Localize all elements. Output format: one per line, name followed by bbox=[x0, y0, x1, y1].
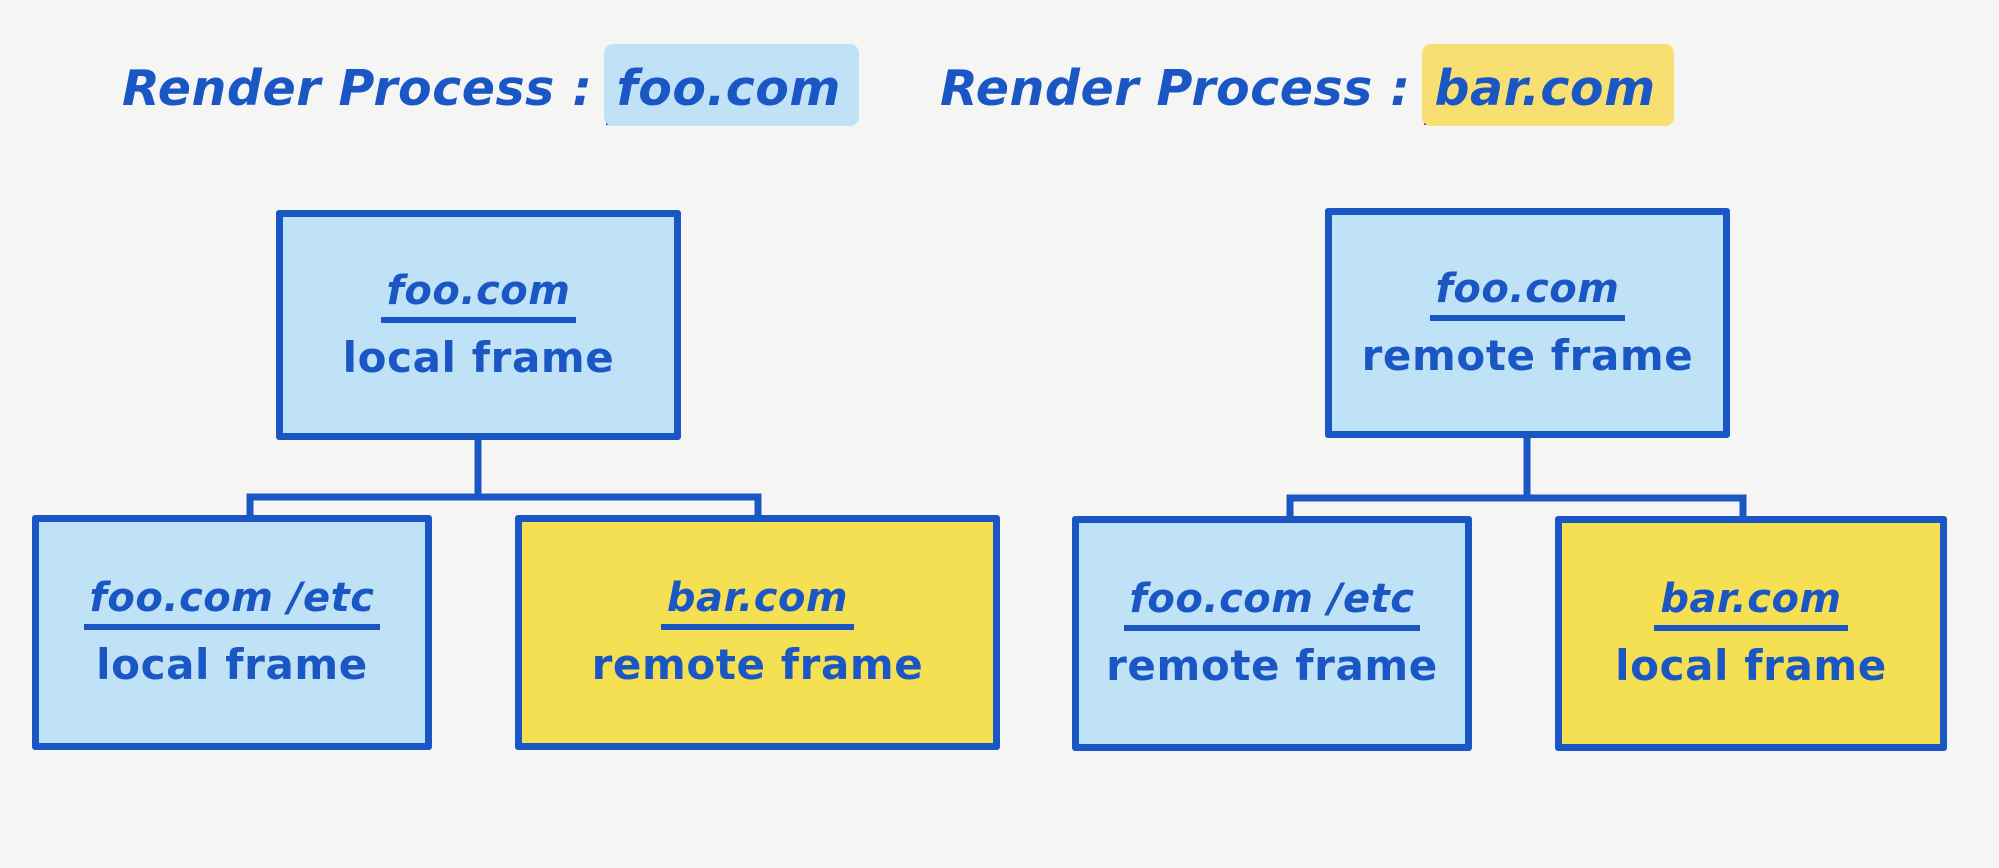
frame-node-kind: local frame bbox=[96, 640, 368, 690]
frame-node-origin: foo.com bbox=[1429, 268, 1626, 321]
render-process-diagram-bar: Render Process : bar.com foo.com remote … bbox=[940, 0, 1999, 868]
frame-node-child-1[interactable]: foo.com /etc remote frame bbox=[1072, 516, 1472, 751]
render-process-diagram-foo: Render Process : foo.com foo.com local f… bbox=[32, 44, 1000, 750]
frame-node-kind: local frame bbox=[342, 332, 615, 382]
frame-node-origin: foo.com /etc bbox=[83, 577, 381, 631]
diagram-title-label: Render Process : bbox=[940, 60, 1411, 117]
frame-node-kind: remote frame bbox=[591, 640, 924, 690]
diagram-title-foo: Render Process : foo.com bbox=[122, 44, 859, 126]
frame-node-kind: local frame bbox=[1615, 641, 1887, 691]
frame-node-kind: remote frame bbox=[1106, 641, 1438, 691]
frame-node-origin: bar.com bbox=[1654, 578, 1848, 632]
frame-node-root[interactable]: foo.com remote frame bbox=[1325, 208, 1730, 438]
diagram-title-origin: foo.com bbox=[604, 44, 859, 126]
frame-node-origin: foo.com /etc bbox=[1123, 578, 1421, 632]
frame-node-child-2[interactable]: bar.com remote frame bbox=[515, 515, 1000, 750]
diagram-title-label: Render Process : bbox=[122, 60, 593, 117]
frame-node-root[interactable]: foo.com local frame bbox=[276, 210, 681, 440]
frame-node-child-2[interactable]: bar.com local frame bbox=[1555, 516, 1947, 751]
frame-node-child-1[interactable]: foo.com /etc local frame bbox=[32, 515, 432, 750]
diagram-title-bar: Render Process : bar.com bbox=[940, 44, 1674, 126]
diagram-title-origin: bar.com bbox=[1422, 44, 1674, 126]
frame-node-kind: remote frame bbox=[1361, 330, 1694, 380]
frame-node-origin: foo.com bbox=[380, 270, 577, 323]
frame-node-origin: bar.com bbox=[660, 577, 855, 631]
